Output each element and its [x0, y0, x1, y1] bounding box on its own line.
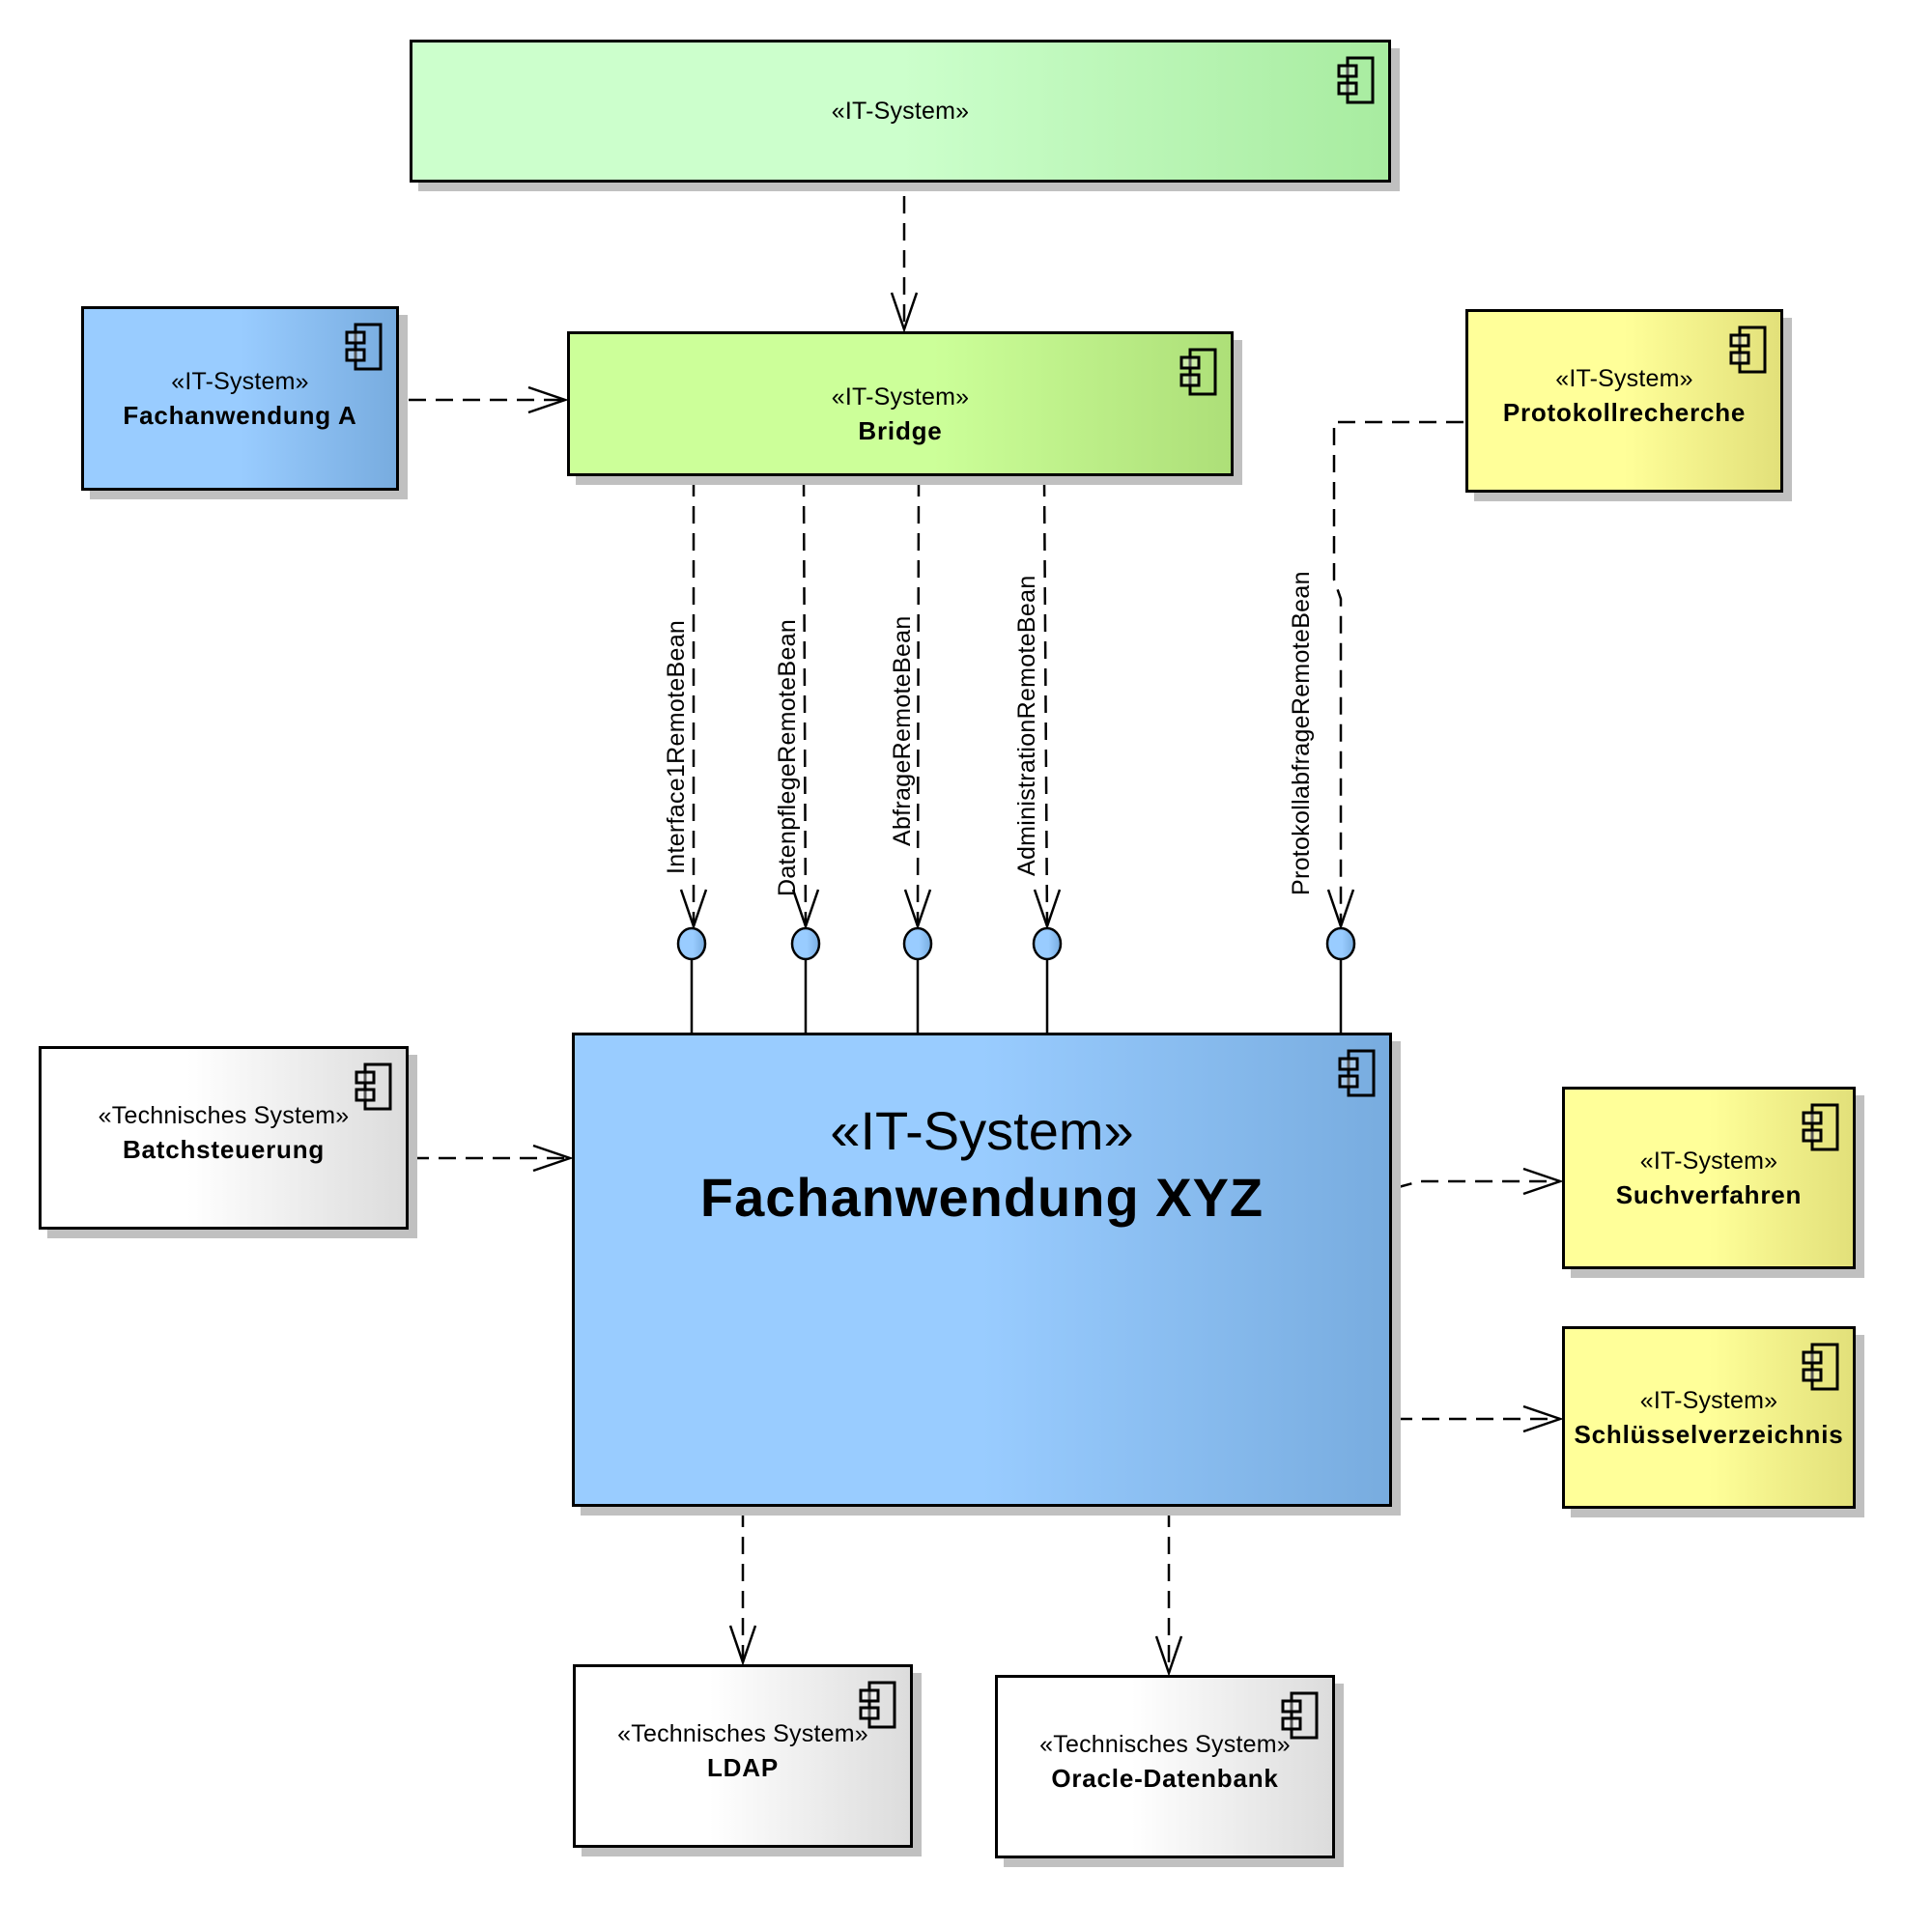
arrowhead-icon	[890, 292, 919, 333]
component-top-it-system[interactable]: «IT-System»	[410, 40, 1391, 183]
arrowhead-icon	[903, 889, 932, 930]
stereotype-label: «IT-System»	[1639, 1386, 1778, 1414]
arrowhead-icon	[728, 1625, 757, 1666]
component-name: Bridge	[858, 416, 943, 445]
dependency-bridge-to-datenpflege[interactable]	[802, 478, 808, 927]
component-name: Fachanwendung A	[123, 400, 357, 430]
component-icon	[858, 1681, 896, 1729]
component-oracle-datenbank[interactable]: «Technisches System» Oracle-Datenbank	[995, 1675, 1335, 1858]
dependency-protokollrecherche-to-protokollabfrage[interactable]	[1332, 420, 1463, 926]
component-fachanwendung-xyz[interactable]: «IT-System» Fachanwendung XYZ	[572, 1033, 1392, 1507]
component-icon	[1728, 326, 1767, 374]
arrowhead-icon	[1522, 1404, 1564, 1433]
arrowhead-icon	[1326, 889, 1355, 930]
interface-label-abfrage: AbfrageRemoteBean	[889, 615, 916, 846]
component-icon	[1336, 56, 1375, 104]
arrowhead-icon	[532, 1144, 574, 1173]
component-bridge[interactable]: «IT-System» Bridge	[567, 331, 1234, 476]
arrowhead-icon	[791, 889, 820, 930]
dependency-xyz-to-suchverfahren[interactable]	[1394, 1179, 1560, 1190]
component-name: LDAP	[707, 1753, 779, 1782]
dependency-bridge-to-administration[interactable]	[1042, 478, 1049, 927]
component-icon	[1337, 1049, 1376, 1097]
interface-label-datenpflege: DatenpflegeRemoteBean	[774, 618, 801, 896]
component-protokollrecherche[interactable]: «IT-System» Protokollrecherche	[1465, 309, 1783, 493]
interface-label-administration: AdministrationRemoteBean	[1013, 575, 1040, 876]
component-name: Oracle-Datenbank	[1051, 1764, 1279, 1793]
component-icon	[354, 1063, 392, 1111]
interface-label-interface1: Interface1RemoteBean	[663, 619, 690, 874]
arrowhead-icon	[1154, 1635, 1183, 1677]
arrowhead-icon	[679, 889, 708, 930]
component-name: Protokollrecherche	[1502, 398, 1747, 427]
arrowhead-icon	[527, 385, 569, 414]
component-name: Suchverfahren	[1615, 1179, 1803, 1209]
stereotype-label: «IT-System»	[1639, 1147, 1778, 1175]
dependency-bridge-to-abfrage[interactable]	[916, 478, 921, 927]
stereotype-label: «IT-System»	[831, 383, 970, 411]
stereotype-label: «IT-System»	[171, 367, 309, 395]
component-icon	[1801, 1343, 1839, 1391]
component-ldap[interactable]: «Technisches System» LDAP	[573, 1664, 913, 1848]
stereotype-label: «IT-System»	[831, 98, 970, 125]
stereotype-label: «IT-System»	[1555, 365, 1693, 392]
component-fachanwendung-a[interactable]: «IT-System» Fachanwendung A	[81, 306, 399, 491]
component-suchverfahren[interactable]: «IT-System» Suchverfahren	[1562, 1087, 1856, 1269]
component-name: Fachanwendung XYZ	[699, 1167, 1264, 1228]
component-name: Batchsteuerung	[122, 1135, 326, 1164]
component-icon	[344, 323, 383, 371]
interface-label-protokollabfrage: ProtokollabfrageRemoteBean	[1288, 571, 1315, 895]
component-batchsteuerung[interactable]: «Technisches System» Batchsteuerung	[39, 1046, 409, 1230]
stereotype-label: «IT-System»	[830, 1100, 1134, 1161]
arrowhead-icon	[1522, 1167, 1564, 1196]
stereotype-label: «Technisches System»	[98, 1102, 350, 1129]
component-icon	[1179, 348, 1217, 396]
component-icon	[1801, 1103, 1839, 1151]
component-schluesselverzeichnis[interactable]: «IT-System» Schlüsselverzeichnis	[1562, 1326, 1856, 1509]
arrowhead-icon	[1033, 889, 1062, 930]
component-icon	[1280, 1691, 1319, 1740]
component-name: Schlüsselverzeichnis	[1574, 1419, 1844, 1449]
stereotype-label: «Technisches System»	[1039, 1731, 1291, 1758]
stereotype-label: «Technisches System»	[617, 1720, 868, 1747]
